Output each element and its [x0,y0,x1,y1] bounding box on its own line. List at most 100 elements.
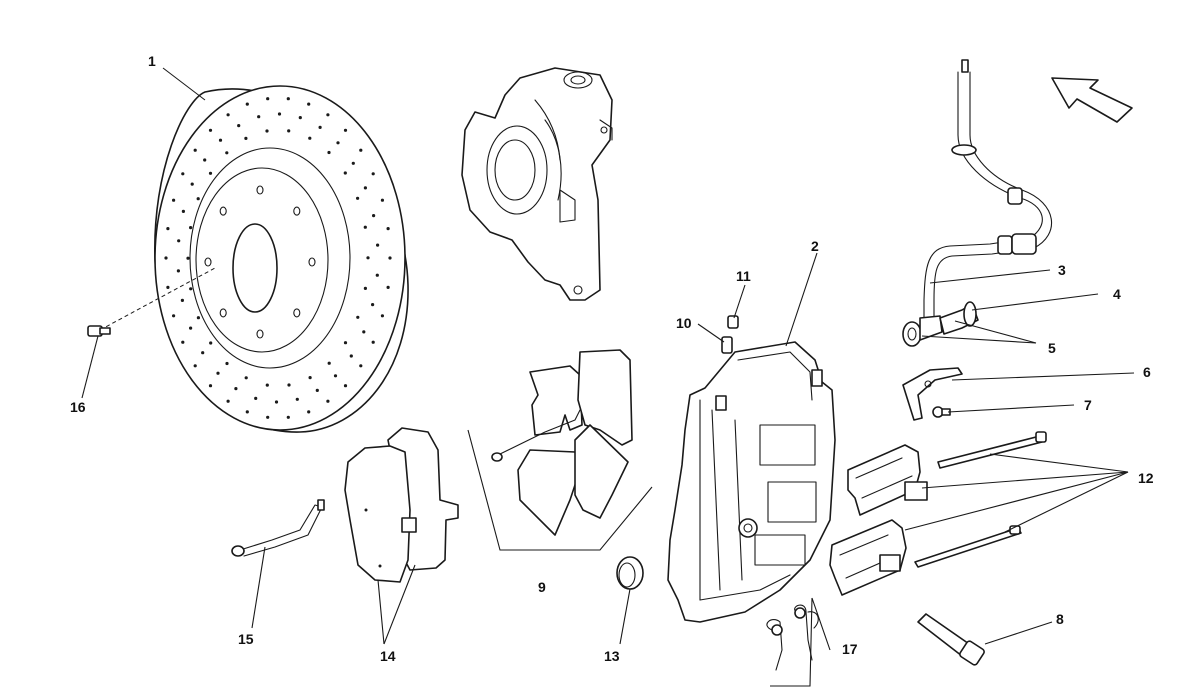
disc-hole [201,351,205,355]
disc-hole [225,151,229,155]
bolt-8 [917,613,985,666]
bolt-7 [932,406,951,418]
bleed-cap [727,315,739,329]
disc-hole [363,186,367,190]
disc-hole [371,303,375,307]
retaining-spring-upper [847,444,928,516]
disc-hole [244,136,248,140]
springs-17 [766,604,819,671]
callout-8: 8 [1056,611,1064,627]
disc-hole [172,314,176,318]
callout-12: 12 [1138,470,1154,486]
callout-11: 11 [736,268,751,284]
disc-hole [208,171,213,175]
callout-15: 15 [238,631,254,647]
connector-4 [939,301,979,335]
callout-1: 1 [148,53,156,69]
disc-hole [287,129,291,133]
disc-hole [308,136,312,140]
hub-bolt-hole [293,308,301,318]
disc-hole [254,396,258,400]
disc-hole [208,128,213,132]
disc-hole [307,410,311,414]
hub-bolt-hole [219,308,227,318]
disc-hole [176,269,180,273]
disc-hole [218,138,223,142]
disc-hole [318,125,322,129]
callout-13: 13 [604,648,620,664]
disc-hole [362,330,366,334]
disc-hole [286,97,290,101]
disc-hole [203,158,207,162]
disc-hole [189,326,193,330]
disc-hole [307,102,311,106]
disc-hole [265,129,269,133]
callout-6: 6 [1143,364,1151,380]
brake-caliper [667,341,836,623]
callout-14: 14 [380,648,396,664]
disc-hole [375,273,379,277]
disc-hole [172,198,176,202]
disc-hole [234,387,238,391]
disc-hole [166,285,170,289]
hub-bolt-hole [204,257,212,267]
disc-hole [209,341,213,345]
disc-hole [166,227,170,231]
disc-hole [327,361,331,365]
disc-hole [349,354,353,358]
callout-10: 10 [676,315,692,331]
disc-hole [208,384,213,388]
disc-hole [180,298,184,302]
disc-hole [274,400,279,404]
callout-16: 16 [70,399,86,415]
disc-hole [257,115,261,119]
callout-5: 5 [1048,340,1056,356]
disc-hole [193,364,197,368]
direction-arrow-icon [1051,77,1133,123]
disc-hole [372,214,376,218]
disc-hole [177,239,181,243]
disc-hole [225,361,229,366]
hub-bolt-hole [308,257,316,267]
disc-hole [351,161,355,165]
disc-hole [186,256,190,260]
disc-hole [388,256,392,260]
wear-sensor-15 [231,499,325,557]
callout-4: 4 [1113,286,1121,302]
disc-hole [326,399,330,403]
seal-ring-13 [616,556,644,590]
bracket-6 [902,367,963,421]
disc-hole [181,209,185,213]
disc-hole [164,256,168,260]
pad-set-9 [491,349,633,536]
disc-hole [295,397,299,401]
disc-hole [226,113,230,117]
disc-hole [371,340,375,344]
steering-knuckle [461,67,613,301]
disc-hole [196,316,200,320]
callout-17: 17 [842,641,858,657]
disc-hole [326,113,330,117]
disc-hole [216,371,220,375]
disc-hole [343,171,347,175]
disc-hole [196,197,200,201]
bleed-screw [721,336,733,354]
callout-7: 7 [1084,397,1092,413]
disc-hole [245,102,249,106]
disc-hole [190,182,194,186]
disc-hole [308,376,312,380]
disc-hole [386,285,390,289]
disc-hole [244,376,248,380]
disc-hole [181,340,185,344]
hub-bolt-hole [219,206,227,216]
disc-hole [363,286,367,290]
disc-hole [181,172,185,176]
disc-hole [356,315,360,319]
disc-hole [266,415,270,419]
callout-2: 2 [811,238,819,254]
disc-hole [366,256,370,260]
disc-hole [363,225,367,229]
disc-hole [265,383,269,387]
disc-hole [371,172,375,176]
